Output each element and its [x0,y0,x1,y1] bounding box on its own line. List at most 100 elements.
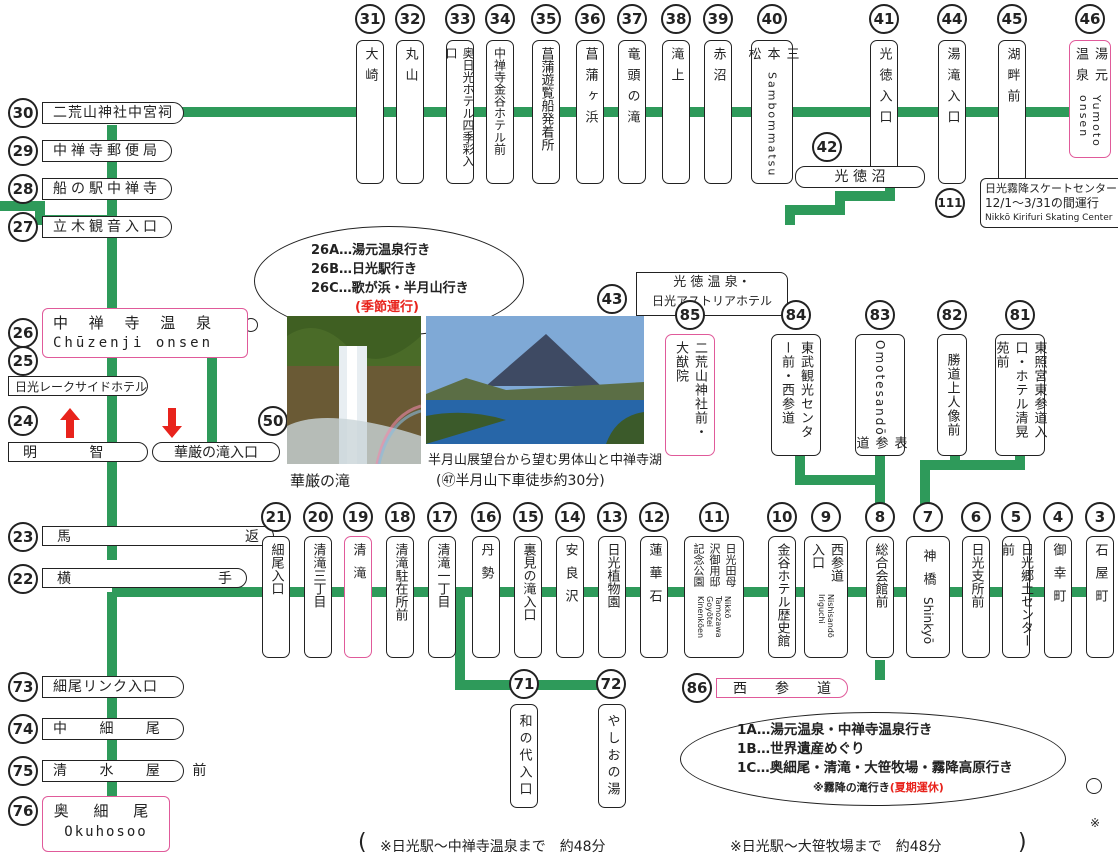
stop-number-45: 45 [997,4,1027,34]
stop-34-label[interactable]: 中禅寺金谷ホテル前 [486,40,514,184]
stop-number-7: 7 [913,502,943,532]
stop-82-name: 勝道上人像前 [944,353,960,437]
stop-111-label[interactable]: 日光霧降スケートセンター 12/1〜3/31の間運行 Nikkō Kirifur… [980,178,1118,228]
stop-11-name: 日光田母沢御用邸記念公園 [692,543,737,587]
bubble-1-line4b: (夏期運休) [889,781,944,794]
stop-71-name: 和の代入口 [516,713,532,799]
stop-44-label[interactable]: 湯滝入口 [938,40,966,184]
stop-84-name: 東武観光センター前・西参道 [779,341,813,439]
stop-72-label[interactable]: やしおの湯 [598,704,626,808]
stop-36-label[interactable]: 菖蒲ヶ浜 [576,40,604,184]
stop-85-label[interactable]: 二荒山神社前・大猷院 [665,334,715,456]
stop-18-label[interactable]: 清滝駐在所前 [386,536,414,658]
stop-number-111: 111 [935,188,965,218]
stop-31-label[interactable]: 大崎 [356,40,384,184]
stop-23-label[interactable]: 馬 返 [42,526,274,546]
stop-24-label[interactable]: 明 智 平 [8,442,170,462]
stop-81-label[interactable]: 東照宮東参道入口・ホテル清晃苑前 [994,334,1047,456]
stop-50-label[interactable]: 華厳の滝入口 [152,442,280,462]
stop-111-line1: 日光霧降スケートセンター [985,182,1117,195]
stop-16-label[interactable]: 丹勢 [472,536,500,658]
stop-4-name: 御幸町 [1050,543,1066,612]
stop-5-label[interactable]: 日光郷土センター前 [999,536,1033,658]
stop-42-label[interactable]: 光 徳 沼 [795,166,925,188]
stop-33-label[interactable]: 奥日光ホテル四季彩入口 [444,40,475,184]
lake-photo-caption-1: 半月山展望台から望む男体山と中禅寺湖 [428,453,663,468]
stop-14-label[interactable]: 安良沢 [556,536,584,658]
stop-22-name-b: 手 [218,571,232,587]
stop-4-label[interactable]: 御幸町 [1044,536,1072,658]
stop-41-label[interactable]: 光徳入口 [870,40,898,184]
stop-38-name: 滝上 [668,47,684,89]
stop-number-84: 84 [781,300,811,330]
stop-39-label[interactable]: 赤沼 [704,40,732,184]
stop-number-8: 8 [865,502,895,532]
stop-82-label[interactable]: 勝道上人像前 [937,334,967,456]
stop-32-label[interactable]: 丸山 [396,40,424,184]
stop-10-label[interactable]: 金谷ホテル歴史館 [768,536,796,658]
stop-19-name: 清滝 [350,543,366,589]
stop-111-line3: Nikkō Kirifuri Skating Center [985,213,1113,223]
stop-number-9: 9 [811,502,841,532]
kegon-falls-photo [287,316,421,464]
stop-number-74: 74 [8,714,38,744]
stop-number-38: 38 [661,4,691,34]
stop-19-label[interactable]: 清滝 [344,536,372,658]
stop-15-label[interactable]: 裏見の滝入口 [514,536,542,658]
stop-13-label[interactable]: 日光植物園 [598,536,626,658]
stop-71-label[interactable]: 和の代入口 [510,704,538,808]
stop-86-label[interactable]: 西 参 道 [716,678,848,698]
stop-37-label[interactable]: 竜頭の滝 [618,40,646,184]
stop-number-40: 40 [757,4,787,34]
stop-number-17: 17 [427,502,457,532]
stop-number-30: 30 [8,98,38,128]
stop-number-14: 14 [555,502,585,532]
stop-17-name: 清滝一丁目 [434,543,450,608]
stop-8-label[interactable]: 総合会館前 [866,536,894,658]
stop-6-label[interactable]: 日光支所前 [962,536,990,658]
stop-23-name-a: 馬 [57,529,71,545]
stop-26-box[interactable]: 中 禅 寺 温 泉 Chūzenji onsen [42,308,248,358]
stop-number-34: 34 [485,4,515,34]
bubble-26-line4: (季節運行) [355,300,419,315]
stop-76-romaji: Okuhosoo [64,824,148,840]
stop-33-name: 奥日光ホテル四季彩入口 [444,47,475,167]
stop-3-label[interactable]: 石屋町 [1086,536,1114,658]
stop-9-name: 西参道入口 [809,543,843,582]
stop-22-label[interactable]: 横 手 [42,568,247,588]
stop-43-label[interactable]: 光 徳 温 泉・ 日光アストリアホテル [636,272,788,316]
stop-18-name: 清滝駐在所前 [392,543,408,621]
stop-84-label[interactable]: 東武観光センター前・西参道 [771,334,821,456]
stop-21-label[interactable]: 細尾入口 [262,536,290,658]
footnote-mark: ※ [1090,816,1101,830]
stop-7-romaji: Shinkyō [921,597,935,645]
stop-35-name: 菖蒲遊覧船発着所 [538,47,554,151]
stop-17-label[interactable]: 清滝一丁目 [428,536,456,658]
lake-photo-caption-2: (㊼半月山下車徒歩約30分) [436,473,605,489]
stop-12-label[interactable]: 蓮華石 [640,536,668,658]
stop-20-label[interactable]: 清滝三丁目 [304,536,332,658]
stop-111-line2: 12/1〜3/31の間運行 [985,196,1099,210]
stop-43-line1: 光 徳 温 泉・ [673,275,751,290]
stop-12-name: 蓮華石 [646,543,662,612]
footnote-bracket-left: ( [358,830,367,855]
stop-76-box[interactable]: 奥 細 尾 Okuhosoo [42,796,170,852]
stop-38-label[interactable]: 滝上 [662,40,690,184]
stop-83-name: 表参道 [853,436,907,451]
stop-45-label[interactable]: 湖畔前 [998,40,1026,184]
stop-35-label[interactable]: 菖蒲遊覧船発着所 [532,40,560,184]
stop-25-label[interactable]: 日光レークサイドホテル [8,376,148,396]
